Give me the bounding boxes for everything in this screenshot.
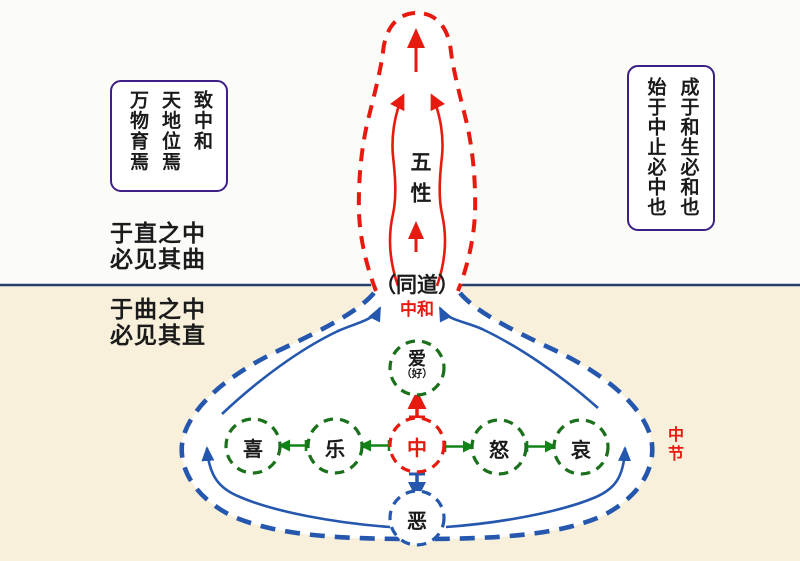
quote-column: 天地位焉 — [159, 90, 180, 172]
note-straight-in-curve: 于直之中 必见其曲 — [110, 220, 206, 272]
center-to-anger-head — [463, 440, 475, 453]
note-line: 必见其曲 — [110, 245, 206, 272]
mid-arrow-head — [408, 221, 424, 239]
node-label-anger: 怒 — [489, 440, 509, 462]
label-tongdao: （同道） — [375, 274, 459, 297]
anger-to-sorrow-head — [545, 440, 557, 453]
node-label-joy: 喜 — [243, 439, 263, 461]
label-wuxing: 五性 — [408, 151, 431, 213]
note-line: 于直之中 — [110, 220, 206, 246]
quote-box-zhi-zhong-he: 致中和 天地位焉 万物育焉 — [110, 80, 228, 192]
note-line: 于曲之中 — [110, 296, 206, 322]
channel-curve-right — [430, 93, 447, 287]
quote-column: 万物育焉 — [127, 90, 148, 172]
node-label-center: 中 — [407, 438, 427, 460]
channel-curve-left — [388, 93, 405, 287]
node-circle-hate — [388, 489, 446, 547]
top-arrow-head — [407, 28, 425, 48]
vase-dashed-outline — [356, 10, 478, 292]
flow-curve-left-lower — [201, 446, 391, 529]
node-circle-love — [388, 339, 446, 397]
label-zhongjie: 中节 — [665, 426, 682, 464]
flow-curve-left-upper — [221, 306, 382, 415]
note-curve-in-straight: 于曲之中 必见其直 — [110, 296, 206, 348]
quote-column: 致中和 — [191, 90, 212, 152]
node-circle-happiness — [306, 417, 364, 475]
happiness-to-joy-head — [278, 439, 290, 452]
node-label-love-main: 爱 — [408, 349, 426, 369]
node-label-love-sub: （好） — [401, 367, 433, 380]
node-label-love: 爱 （好） — [387, 350, 447, 380]
quote-column: 始于中止必中也 — [644, 77, 666, 217]
node-label-hate: 恶 — [407, 511, 427, 533]
note-line: 必见其直 — [110, 321, 206, 348]
quote-column: 成于和生必和也 — [677, 77, 699, 217]
node-circle-anger — [470, 418, 528, 476]
node-circle-sorrow — [552, 418, 610, 476]
node-label-happiness: 乐 — [325, 439, 345, 461]
node-label-sorrow: 哀 — [571, 440, 591, 462]
flow-curve-right-upper — [438, 306, 599, 409]
center-to-love-head — [407, 390, 427, 409]
center-to-happiness-head — [359, 439, 371, 452]
quote-box-cheng-yu-he: 成于和生必和也 始于中止必中也 — [627, 65, 715, 231]
node-circle-center — [388, 416, 446, 474]
flow-curve-right-lower — [445, 446, 632, 529]
label-zhonghe: 中和 — [400, 300, 434, 319]
node-circle-joy — [224, 417, 282, 475]
